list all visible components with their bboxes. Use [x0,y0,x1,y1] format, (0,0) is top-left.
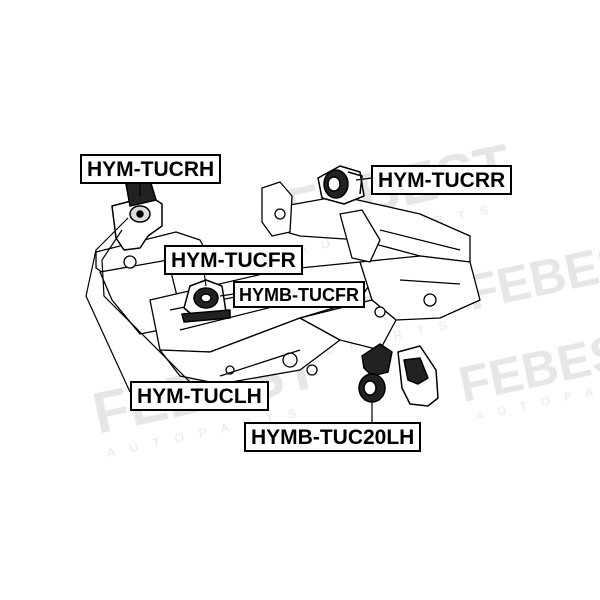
crossmember-lower [159,317,341,385]
mount-hym-tuclh-bracket [361,343,439,407]
mount-hym-tucrr [317,165,365,205]
watermark-4: FEBEST [462,225,600,321]
leader-hymb-tucfr [219,293,235,297]
mount-tucrh-bolt [136,210,144,218]
label-hym-tucrr: HYM-TUCRR [371,165,513,195]
label-hym-tucrh: HYM-TUCRH [80,154,222,184]
label-hymb-tuc20lh: HYMB-TUC20LH [244,422,422,452]
label-hym-tucfr: HYM-TUCFR [164,245,303,275]
bushing-hymb-tuc20lh [358,373,386,403]
mid-bracket [339,209,381,263]
bolt-hole-4 [423,293,437,307]
frame-detail-lines [169,229,461,377]
bushing-tuc20lh-inner [363,380,377,396]
label-hymb-tucfr: HYMB-TUCFR [233,281,365,308]
label-hym-tuclh: HYM-TUCLH [130,381,269,411]
watermark-brand-4: FEBEST [462,225,600,321]
mount-tuclh-rib [403,357,429,385]
leader-hym-tuclh-1 [85,217,131,393]
mount-tucfr-base [181,309,231,323]
bolt-hole-3 [306,364,318,376]
bolt-hole-7 [274,208,286,220]
mount-hym-tucrh [111,179,163,251]
mount-tuclh-upper-block [361,343,393,377]
bolt-hole-1 [123,255,137,269]
mount-hym-tucfr [181,279,231,323]
watermark-5: FEBEST A U T O P A R T S [454,317,600,422]
bolt-hole-5 [374,306,386,318]
mount-tucrr-core [327,176,341,192]
leader-hym-tuclh-2 [101,229,201,393]
mount-tucrr-flange [347,171,363,195]
upper-bracket [261,181,293,237]
leader-hym-tucrr [355,177,373,181]
leader-lines [85,177,373,424]
mount-tucfr-core [200,293,212,303]
